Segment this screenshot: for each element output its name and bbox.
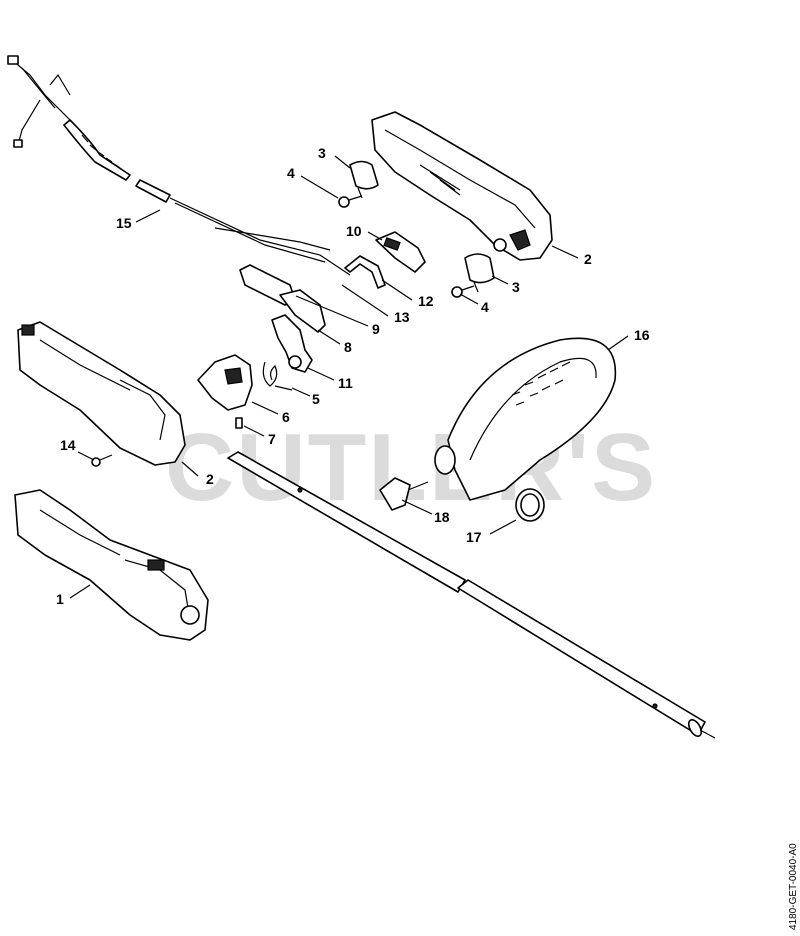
callout-12: 12 (418, 293, 434, 309)
callout-17: 17 (466, 529, 482, 545)
handle-housing-complete (14, 489, 209, 641)
throttle-trigger (271, 314, 313, 373)
callout-3b: 3 (512, 279, 520, 295)
screw-14 (91, 454, 113, 467)
handle-housing-middle (17, 321, 186, 466)
callout-2b: 2 (584, 251, 592, 267)
callout-9: 9 (372, 321, 380, 337)
callout-14: 14 (60, 437, 76, 453)
callout-1: 1 (56, 591, 64, 607)
slide-switch (375, 231, 426, 273)
watermark-text: CUTLER'S (165, 414, 657, 521)
torsion-spring (262, 361, 293, 391)
screw-7 (235, 417, 243, 429)
callout-6: 6 (282, 409, 290, 425)
clamp-17 (515, 488, 545, 522)
cable-harness (7, 55, 351, 276)
callout-13: 13 (394, 309, 410, 325)
callout-4a: 4 (287, 165, 295, 181)
callout-11: 11 (338, 375, 353, 391)
drive-tube (227, 451, 716, 739)
trigger-lever (279, 289, 326, 333)
callout-10: 10 (346, 223, 362, 239)
callout-16: 16 (634, 327, 650, 343)
document-code: 4180-GET-0040-A0 (788, 843, 799, 930)
callout-18: 18 (434, 509, 450, 525)
handle-housing-top (371, 111, 553, 261)
leaf-spring (344, 255, 386, 289)
loop-handle (434, 337, 617, 501)
callout-4b: 4 (481, 299, 489, 315)
throttle-stop (197, 354, 253, 411)
screw-upper (338, 195, 363, 208)
callout-2a: 2 (206, 471, 214, 487)
callout-7: 7 (268, 431, 276, 447)
callout-5: 5 (312, 391, 320, 407)
callout-3a: 3 (318, 145, 326, 161)
clamp-lower (464, 253, 495, 293)
leader-lines (69, 155, 629, 599)
callout-8: 8 (344, 339, 352, 355)
clamp-upper (349, 160, 379, 199)
wing-screw (379, 477, 429, 511)
screw-lower (451, 285, 475, 298)
callout-15: 15 (116, 215, 132, 231)
